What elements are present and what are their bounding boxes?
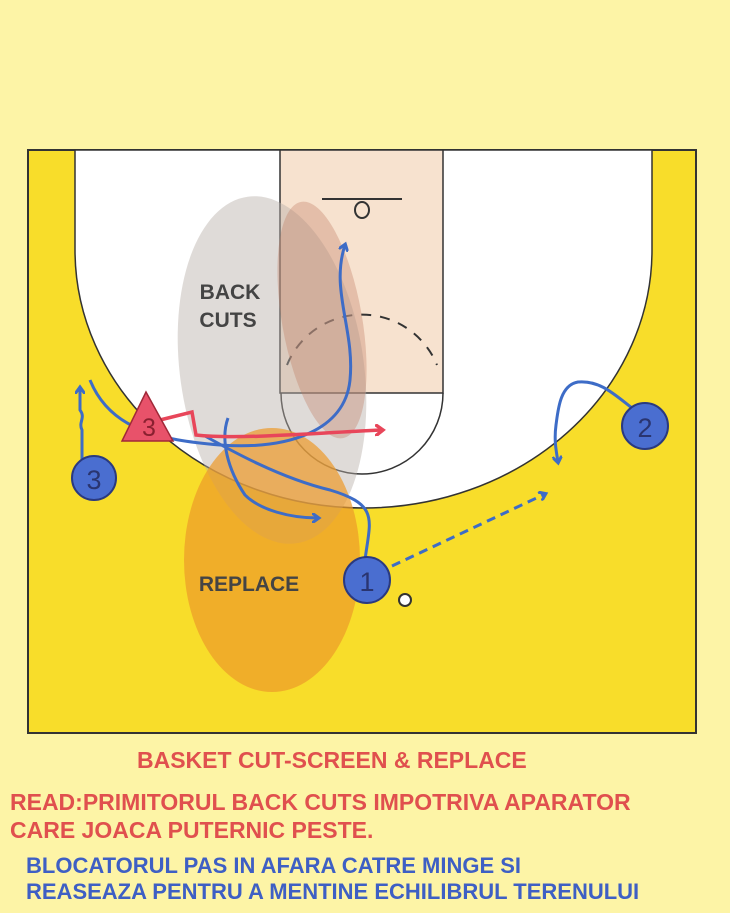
blue-line-1: BLOCATORUL PAS IN AFARA CATRE MINGE SI: [26, 853, 522, 878]
screener-replace-path: [223, 417, 318, 518]
pass-line: [391, 494, 545, 568]
ball-icon: [398, 593, 412, 607]
screen-path: [159, 409, 382, 439]
offense-player-2: 2: [621, 402, 669, 450]
player-number: 1: [359, 567, 374, 597]
player3-dribble-path: [80, 388, 82, 468]
back-cuts-label-2: CUTS: [199, 309, 256, 332]
read-line-2: CARE JOACA PUTERNIC PESTE.: [10, 817, 374, 843]
free-throw-circle-bottom: [280, 392, 444, 475]
defender-number: 3: [142, 414, 156, 442]
player1-screen-path: [204, 434, 371, 561]
lane-overlap-zone: [277, 201, 367, 439]
defender-3: 3: [120, 390, 175, 442]
paint: [279, 149, 444, 394]
replace-label: REPLACE: [199, 573, 299, 596]
replace-zone: [184, 428, 360, 692]
read-line-1: READ:PRIMITORUL BACK CUTS IMPOTRIVA APAR…: [10, 789, 631, 815]
player-number: 2: [637, 413, 652, 443]
player-number: 3: [86, 465, 101, 495]
rim: [354, 201, 370, 219]
offense-player-3: 3: [71, 455, 117, 501]
offense-player-1: 1: [343, 556, 391, 604]
player2-cut-path: [555, 380, 633, 462]
diagram-title: BASKET CUT-SCREEN & REPLACE: [137, 747, 527, 773]
blue-line-2: REASEAZA PENTRU A MENTINE ECHILIBRUL TER…: [26, 879, 640, 904]
back-cuts-label: BACK: [200, 281, 261, 304]
free-throw-circle-top: [286, 313, 438, 366]
